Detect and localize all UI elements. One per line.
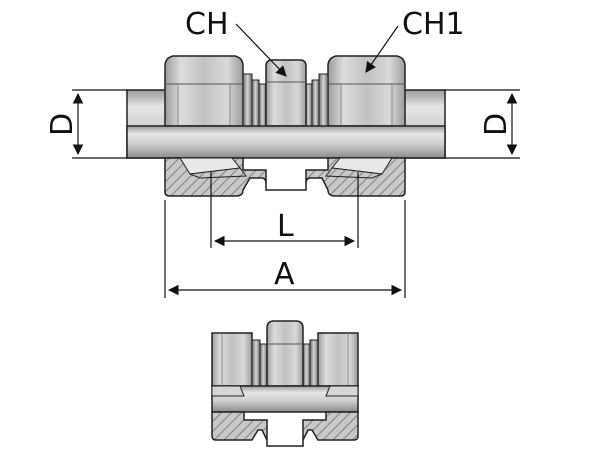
label-a: A bbox=[274, 257, 295, 292]
label-d-left: D bbox=[45, 113, 80, 136]
top-fitting bbox=[126, 55, 446, 197]
label-ch: CH bbox=[185, 7, 229, 42]
center-tube bbox=[126, 125, 446, 159]
label-l: L bbox=[277, 209, 294, 244]
bottom-body bbox=[211, 320, 359, 447]
right-nut bbox=[327, 55, 406, 127]
label-d-right: D bbox=[479, 113, 514, 136]
dimension-lines bbox=[72, 23, 520, 298]
body-hex bbox=[265, 59, 307, 127]
left-nut bbox=[164, 55, 244, 127]
label-ch1: CH1 bbox=[402, 7, 465, 42]
